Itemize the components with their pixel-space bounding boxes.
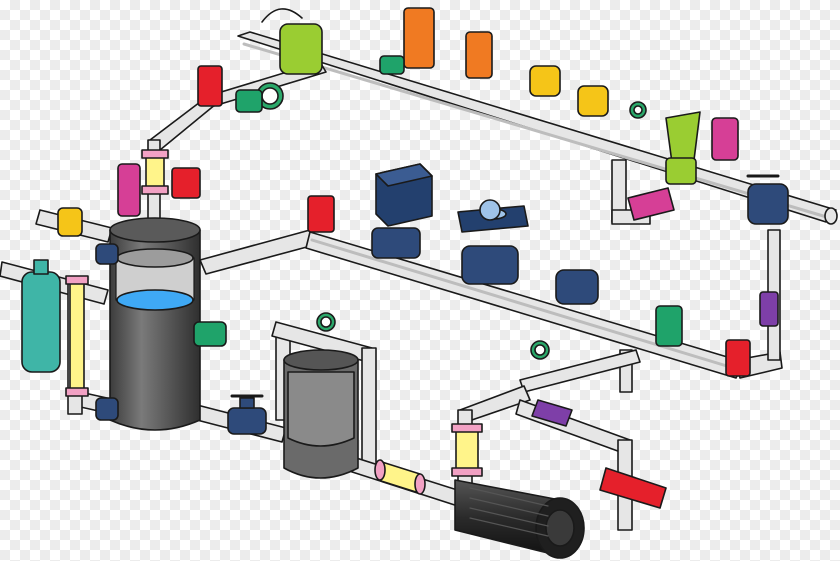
- yellow-caps: [57, 65, 609, 237]
- pressure-gauges: [256, 82, 647, 360]
- water-level: [116, 289, 194, 311]
- red-valves: [171, 65, 751, 509]
- pump-motor: [454, 479, 585, 559]
- green-fittings: [193, 55, 683, 347]
- lime-canister: [261, 8, 323, 75]
- purple-fittings: [531, 291, 779, 427]
- tank-sight-glass: [65, 275, 89, 397]
- left-riser-pipe: [147, 61, 327, 231]
- inline-sight-glass: [374, 459, 426, 495]
- storage-tank: [109, 217, 201, 431]
- relief-valves: [403, 7, 493, 79]
- pressure-regulator: [665, 111, 701, 185]
- tank-top-sight: [141, 149, 169, 195]
- filter-housing: [283, 349, 359, 479]
- mid-header-pipe: [199, 229, 783, 379]
- solenoid-valve: [375, 163, 433, 227]
- magenta-fittings: [117, 117, 739, 221]
- branch-sight-glass: [451, 423, 483, 477]
- gate-valves: [95, 174, 789, 435]
- cartridge-filter: [21, 259, 61, 373]
